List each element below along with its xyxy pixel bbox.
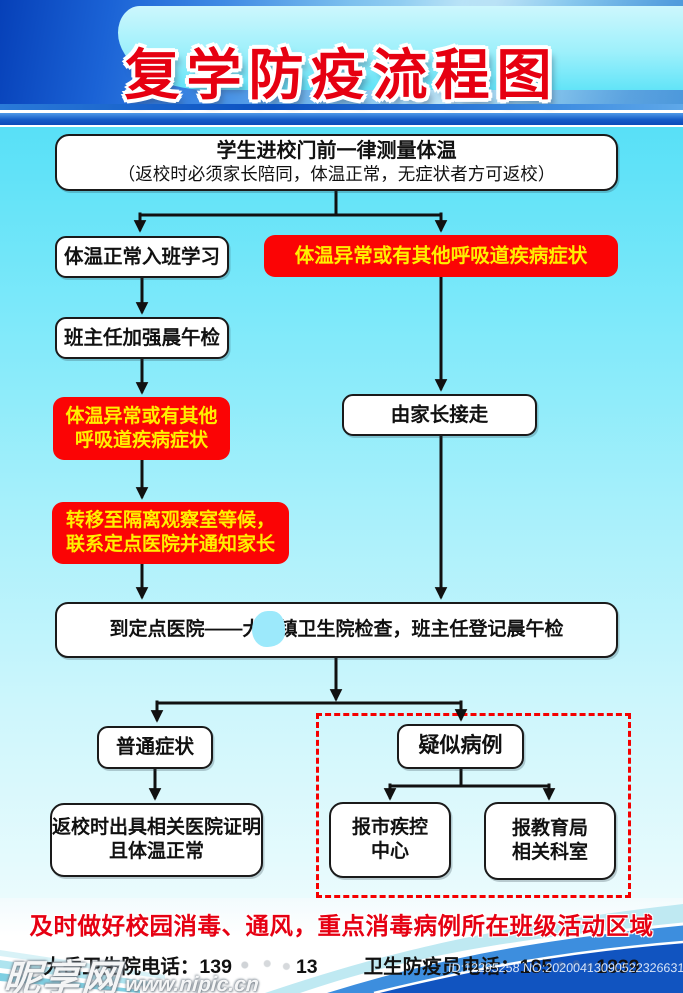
- watermark-site-name: 昵享网: [2, 958, 123, 993]
- phone-hospital-censored-gap: [231, 957, 296, 972]
- divider-stripe-thick: [0, 113, 683, 125]
- box-normal-study: 体温正常入班学习: [55, 236, 229, 278]
- phone-hospital-number-end: 13: [295, 956, 318, 978]
- connector-lines: [133, 189, 556, 801]
- header-band: [0, 0, 683, 104]
- phone-hospital-label: 大岳卫生院电话：: [43, 956, 200, 978]
- box-hospital-text-prefix: 到定点医院——大: [109, 619, 262, 641]
- box-entry-line2: （返校时必须家长陪同，体温正常，无症状者方可返校）: [117, 164, 556, 185]
- footer-band: 及时做好校园消毒、通风，重点消毒病例所在班级活动区域 大岳卫生院电话：139 13…: [0, 898, 683, 993]
- box-report-cdc-line1: 报市疾控: [351, 817, 428, 839]
- suspected-case-dashed-region: [316, 713, 631, 898]
- box-suspected-case: 疑似病例: [397, 724, 524, 769]
- box-parent-pickup: 由家长接走: [342, 394, 537, 436]
- box-report-cdc-line2: 中心: [370, 841, 409, 862]
- phone-officer-number-start: 185: [519, 956, 553, 978]
- divider-stripe-thin: [0, 104, 683, 110]
- footer-phones-row: 大岳卫生院电话：139 13 卫生防疫员电话：185 1839: [0, 950, 683, 979]
- box-certificate-line1: 返校时出具相关医院证明: [52, 817, 262, 839]
- censor-blob: [251, 611, 285, 647]
- box-transfer-line2: 联系定点医院并通知家长: [65, 534, 275, 555]
- watermark-site-url: www.nipic.cn: [124, 973, 260, 993]
- box-abnormal-symptom-top: 体温异常或有其他呼吸道疾病症状: [264, 235, 618, 277]
- box-report-edu-line1: 报教育局: [511, 818, 588, 840]
- box-hospital-text-suffix: 镇卫生院检查，班主任登记晨午检: [278, 619, 564, 641]
- box-abnormal-left-line1: 体温异常或有其他: [65, 405, 218, 427]
- box-abnormal-symptom-left: 体温异常或有其他 呼吸道疾病症状: [53, 397, 230, 460]
- box-report-education: 报教育局 相关科室: [484, 802, 616, 880]
- box-abnormal-left-line2: 呼吸道疾病症状: [74, 429, 208, 451]
- footer-notice: 及时做好校园消毒、通风，重点消毒病例所在班级活动区域: [29, 913, 654, 939]
- phone-officer-number-end: 1839: [596, 956, 640, 978]
- header-cyan-panel: [118, 6, 683, 90]
- box-hospital-check: 到定点医院——大镇卫生院检查，班主任登记晨午检: [55, 602, 618, 658]
- box-report-cdc: 报市疾控 中心: [329, 802, 451, 878]
- box-certificate-line2: 且体温正常: [108, 841, 204, 862]
- box-transfer-isolation: 转移至隔离观察室等候， 联系定点医院并通知家长: [52, 502, 289, 564]
- footer-wave-decor: [0, 904, 683, 993]
- watermark: 昵享网 www.nipic.cn: [2, 948, 261, 993]
- box-entry-line1: 学生进校门前一律测量体温: [216, 140, 457, 163]
- box-entry-temperature: 学生进校门前一律测量体温 （返校时必须家长陪同，体温正常，无症状者方可返校）: [55, 134, 618, 191]
- phone-officer-censored-gap: [552, 957, 597, 972]
- phone-officer-label: 卫生防疫员电话：: [363, 956, 520, 978]
- phone-epidemic-officer: 卫生防疫员电话：185 1839: [364, 950, 640, 979]
- box-transfer-line1: 转移至隔离观察室等候，: [65, 510, 275, 532]
- box-common-symptom: 普通症状: [97, 726, 213, 769]
- box-morning-check: 班主任加强晨午检: [55, 317, 229, 359]
- box-return-certificate: 返校时出具相关医院证明 且体温正常: [50, 803, 263, 877]
- phone-hospital-number-start: 139: [199, 956, 232, 978]
- poster-title: 复学防疫流程图: [124, 44, 559, 106]
- box-report-edu-line2: 相关科室: [511, 842, 588, 863]
- phone-hospital: 大岳卫生院电话：139 13: [43, 950, 317, 979]
- stock-id-tag: ID:12295258 NO:20200413090522326631: [447, 961, 683, 975]
